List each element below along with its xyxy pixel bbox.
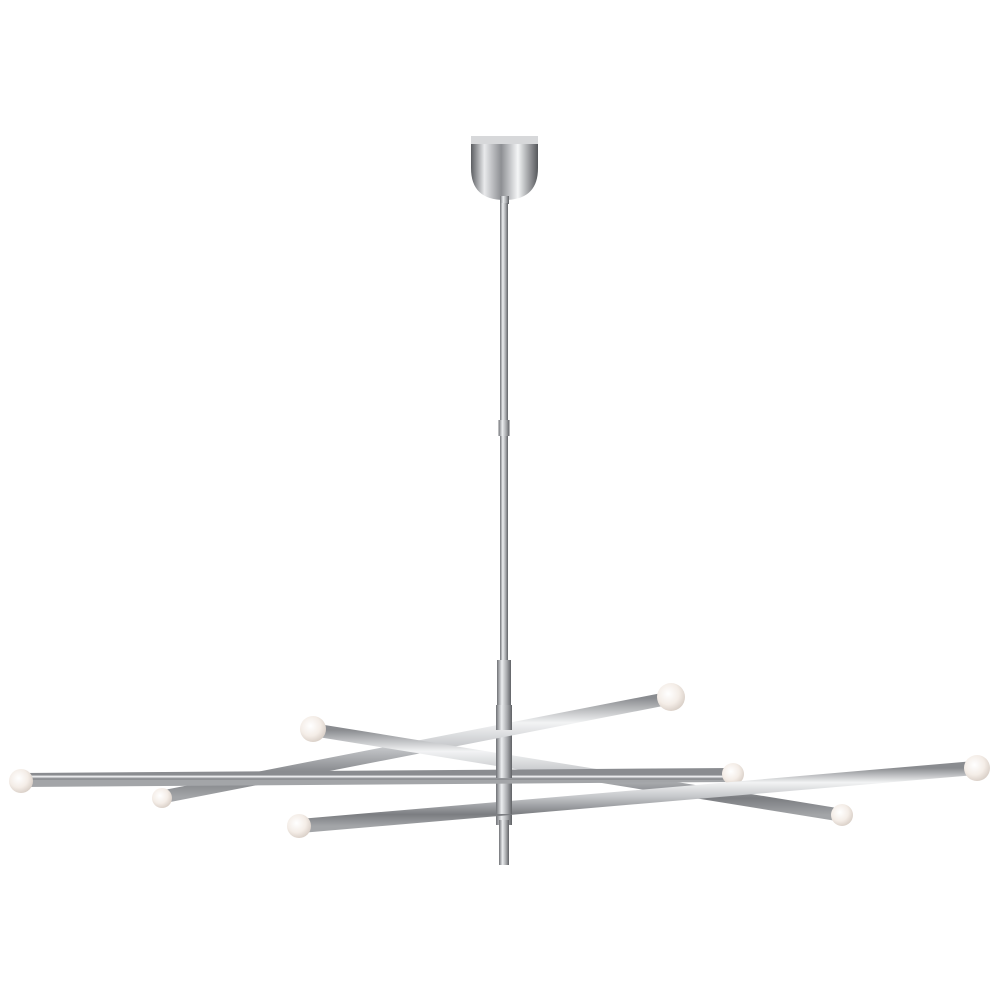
arm-long-rising: [287, 755, 990, 838]
hub-plate: [496, 784, 512, 814]
canopy-cup: [471, 144, 538, 200]
bulb: [657, 683, 685, 711]
bulb: [964, 755, 990, 781]
hub-plate: [496, 752, 512, 778]
stem-finial: [499, 820, 509, 865]
arm-rod: [15, 768, 739, 787]
hub-front: [496, 712, 512, 814]
stem-collar: [497, 660, 511, 710]
stem-coupler: [498, 420, 510, 436]
bulb: [9, 769, 33, 793]
bulb: [152, 788, 172, 808]
arms: [9, 683, 990, 838]
arm-rod: [293, 761, 982, 833]
canopy-connector: [500, 196, 509, 204]
bulb: [287, 814, 311, 838]
arm-horizontal: [9, 763, 744, 793]
bulb: [831, 804, 853, 826]
bulb: [722, 763, 744, 785]
bulb: [300, 716, 326, 742]
canopy: [471, 136, 538, 204]
canopy-rim: [471, 136, 538, 146]
hub-plate: [496, 712, 512, 730]
